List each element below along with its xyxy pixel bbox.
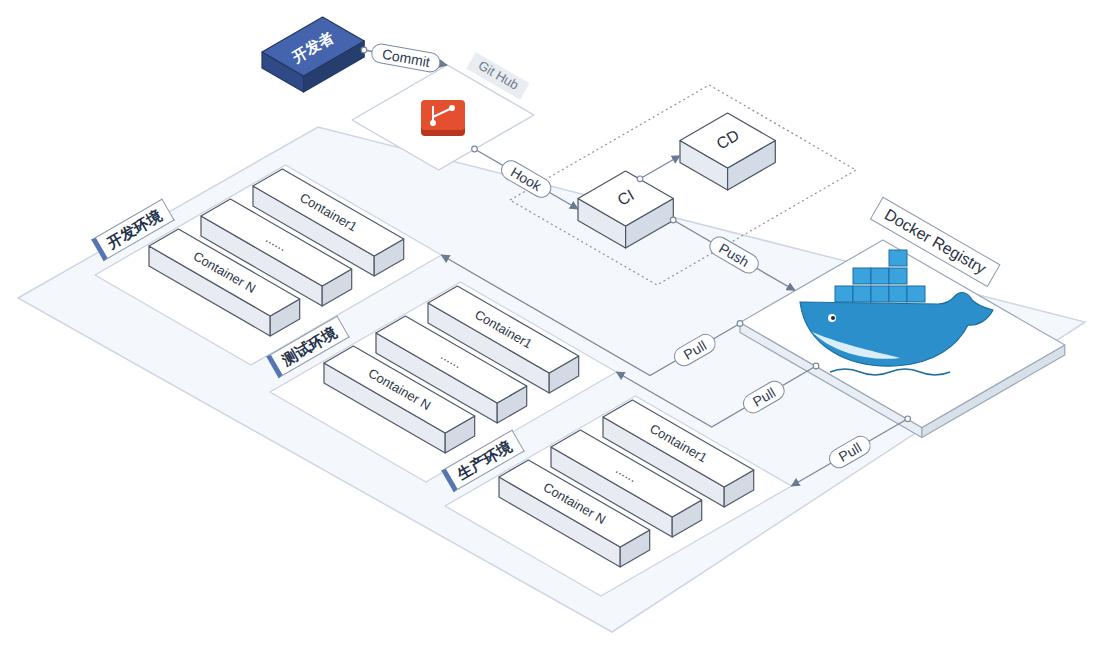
joint-dot bbox=[905, 416, 911, 422]
edge-label: Push bbox=[706, 233, 763, 277]
joint-dot bbox=[813, 363, 819, 369]
ci-cd-region bbox=[510, 85, 856, 285]
face bbox=[740, 240, 1065, 428]
edge-label: Pull bbox=[739, 376, 788, 416]
face bbox=[322, 269, 352, 306]
node-label: Container1 bbox=[297, 190, 360, 235]
face bbox=[270, 282, 616, 482]
environment-panel: 开发环境 Container1......Container N bbox=[93, 163, 443, 367]
name-tag: 测试环境 bbox=[266, 316, 350, 379]
face bbox=[740, 322, 922, 437]
node-label: ...... bbox=[263, 231, 289, 255]
connector bbox=[441, 255, 740, 376]
joint-dot bbox=[670, 217, 676, 223]
node-outline bbox=[443, 394, 793, 598]
face bbox=[374, 239, 404, 276]
face bbox=[922, 345, 1065, 438]
face bbox=[149, 229, 300, 316]
face bbox=[253, 169, 404, 256]
node-outline bbox=[93, 163, 443, 367]
connector bbox=[475, 149, 579, 209]
git-icon bbox=[421, 100, 465, 136]
edge-label: Pull bbox=[670, 329, 719, 369]
face bbox=[324, 363, 445, 453]
container-box: Container1 bbox=[601, 398, 756, 509]
node-label: ...... bbox=[613, 462, 639, 486]
node-label: Container N bbox=[540, 480, 608, 528]
face bbox=[262, 17, 364, 76]
node-label: ...... bbox=[438, 348, 464, 372]
face bbox=[724, 470, 754, 507]
node-outline bbox=[678, 111, 777, 192]
face bbox=[626, 198, 674, 248]
developer-box: 开发者 bbox=[260, 15, 366, 94]
connector bbox=[791, 419, 907, 486]
github-panel: Git Hub bbox=[350, 63, 536, 172]
face bbox=[253, 186, 374, 276]
node-outline bbox=[738, 238, 1067, 440]
environment-panel: 测试环境 Container1......Container N bbox=[268, 280, 618, 484]
face bbox=[578, 198, 626, 248]
face bbox=[499, 460, 650, 547]
face bbox=[497, 386, 527, 423]
container-box: Container1 bbox=[251, 167, 406, 278]
face bbox=[445, 396, 791, 596]
name-tag: Docker Registry bbox=[870, 197, 1001, 288]
face bbox=[672, 500, 702, 537]
joint-dot bbox=[737, 321, 743, 327]
node-label: 开发者 bbox=[289, 28, 337, 65]
connector bbox=[673, 220, 795, 290]
connector bbox=[640, 156, 680, 179]
node-label: Container N bbox=[365, 366, 433, 414]
joint-dot bbox=[361, 47, 367, 53]
node-outline bbox=[426, 284, 581, 395]
node-label: Container1 bbox=[472, 307, 535, 352]
face bbox=[499, 477, 620, 567]
face bbox=[445, 416, 475, 453]
name-tag: 开发环境 bbox=[91, 199, 175, 262]
face bbox=[603, 400, 754, 487]
face bbox=[603, 417, 724, 507]
name-tag: Git Hub bbox=[466, 52, 529, 99]
face bbox=[428, 286, 579, 373]
face bbox=[549, 356, 579, 393]
name-tag: 生产环境 bbox=[441, 430, 525, 493]
node-outline bbox=[268, 280, 618, 484]
face bbox=[578, 171, 673, 226]
node-label: Container1 bbox=[647, 421, 710, 466]
node-outline bbox=[601, 398, 756, 509]
face bbox=[95, 165, 441, 365]
face bbox=[728, 140, 776, 190]
face bbox=[620, 530, 650, 567]
node-outline bbox=[576, 169, 675, 250]
node-label: CD bbox=[713, 126, 742, 153]
edge-label: Hook bbox=[498, 157, 555, 202]
face bbox=[270, 299, 300, 336]
platform bbox=[18, 127, 1085, 632]
connector bbox=[616, 366, 816, 427]
registry-panel: Docker Registry bbox=[738, 238, 1067, 440]
edge-label: Pull bbox=[825, 432, 874, 472]
face bbox=[149, 246, 270, 336]
joint-dot bbox=[472, 146, 478, 152]
node-outline bbox=[251, 167, 406, 278]
face bbox=[324, 346, 475, 433]
cd-box: CD bbox=[678, 111, 777, 192]
environment-panel: 生产环境 Container1......Container N bbox=[443, 394, 793, 598]
container-box: Container1 bbox=[426, 284, 581, 395]
ci-box: CI bbox=[576, 169, 675, 250]
node-label: Container N bbox=[190, 249, 258, 297]
face bbox=[428, 303, 549, 393]
joint-dot bbox=[637, 176, 643, 182]
face bbox=[680, 113, 775, 168]
edge-label: Commit bbox=[369, 41, 442, 73]
node-label: CI bbox=[614, 186, 637, 210]
